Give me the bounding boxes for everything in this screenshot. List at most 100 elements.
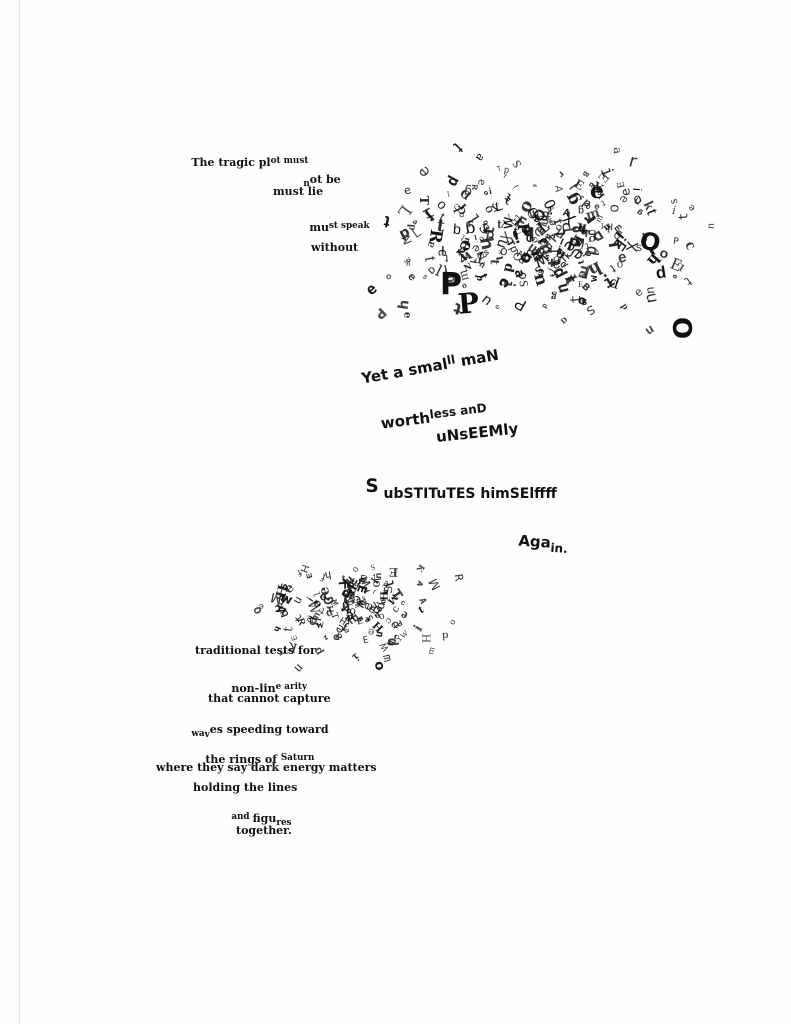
- scattered-letter: D: [456, 185, 474, 203]
- scattered-letter: i: [545, 265, 558, 275]
- scattered-letter: o: [373, 609, 382, 622]
- scattered-letter: m: [573, 230, 587, 252]
- scattered-letter: h: [475, 235, 498, 253]
- scattered-letter: O: [659, 246, 670, 259]
- scattered-letter: o: [347, 605, 357, 621]
- scattered-letter: D: [558, 314, 570, 326]
- scattered-letter: w: [277, 590, 294, 609]
- scattered-letter: i: [507, 211, 512, 222]
- scattered-letter: p: [605, 274, 621, 295]
- scattered-letter: K: [368, 572, 384, 587]
- scattered-letter: t: [500, 218, 510, 227]
- scattered-letter: i: [557, 234, 567, 249]
- scattered-letter: h: [395, 298, 413, 311]
- scattered-letter: O: [540, 196, 560, 212]
- scattered-letter: L: [409, 225, 424, 241]
- scattered-letter: O: [510, 251, 525, 262]
- scattered-letter: p: [618, 301, 631, 312]
- scattered-letter: e: [402, 183, 413, 198]
- scattered-letter: s: [538, 205, 552, 225]
- scattered-letter: s: [505, 156, 525, 173]
- scattered-letter: d: [374, 601, 389, 611]
- scattered-letter: i: [564, 178, 582, 193]
- scattered-letter: o: [376, 609, 386, 623]
- scattered-letter: w: [530, 248, 554, 273]
- scattered-letter: o: [566, 225, 584, 233]
- scattered-letter: c: [681, 236, 702, 252]
- scattered-letter: c: [388, 603, 402, 615]
- scattered-letter: a: [380, 578, 390, 591]
- scattered-letter: u: [600, 220, 613, 234]
- scattered-letter: w: [587, 244, 602, 258]
- scattered-letter-large: P: [440, 267, 462, 302]
- scattered-letter: s: [303, 614, 317, 626]
- scattered-letter: e: [358, 599, 376, 612]
- scattered-letter: i: [488, 185, 493, 196]
- scattered-letter: i: [599, 270, 619, 294]
- middle-line-5-part-c: .: [562, 541, 569, 556]
- scattered-letter: t: [452, 248, 468, 254]
- scattered-letter: e: [453, 236, 478, 257]
- scattered-letter: O: [529, 205, 551, 225]
- scattered-letter: R: [469, 184, 480, 192]
- scattered-letter: o: [370, 659, 389, 673]
- scattered-letter: m: [571, 235, 586, 250]
- scattered-letter: W: [398, 629, 411, 641]
- scattered-letter: X: [653, 254, 660, 265]
- scattered-letter: d: [515, 221, 535, 236]
- bottom-line-8-part-c: res: [276, 817, 292, 828]
- scattered-letter: T: [387, 586, 405, 603]
- scattered-letter: d: [323, 605, 335, 621]
- scattered-letter: t: [598, 197, 607, 209]
- bottom-line-2-part-b: e arity: [275, 681, 308, 692]
- scattered-letter: l: [474, 249, 485, 257]
- scattered-letter: P: [672, 236, 680, 247]
- scattered-letter-large: P: [456, 286, 481, 321]
- scattered-letter: o: [318, 590, 329, 604]
- scattered-letter: B: [579, 280, 593, 294]
- scattered-letter: p: [579, 196, 594, 210]
- scattered-letter: w: [586, 274, 601, 282]
- scattered-letter: E: [577, 261, 593, 283]
- page-left-edge: [19, 0, 20, 1024]
- scattered-letter: i: [305, 595, 316, 605]
- scattered-letter: d: [499, 261, 517, 274]
- scattered-letter: g: [529, 247, 547, 268]
- scattered-letter: i: [612, 227, 630, 245]
- middle-line-2-part-a: worth: [379, 408, 432, 433]
- scattered-letter: a: [610, 146, 624, 154]
- scattered-letter: t: [435, 214, 447, 236]
- scattered-letter: r: [626, 150, 639, 173]
- scattered-letter: A: [416, 597, 429, 607]
- scattered-letter: u: [552, 222, 571, 244]
- scattered-letter: l: [500, 191, 516, 210]
- scattered-letter: e: [405, 270, 419, 284]
- bottom-line-5-part-a: the rings of: [205, 753, 281, 766]
- scattered-letter: n: [530, 270, 554, 288]
- scattered-letter: P: [371, 303, 389, 322]
- scattered-letter: c: [354, 595, 363, 608]
- scattered-letter: G: [342, 592, 358, 611]
- scattered-letter: k: [454, 243, 469, 258]
- scattered-letter: E: [578, 279, 584, 290]
- scattered-letter: s: [665, 198, 681, 206]
- scattered-letter: R: [451, 572, 466, 582]
- scattered-letter: p: [590, 181, 600, 194]
- scattered-letter: K: [343, 596, 355, 605]
- scattered-letter: M: [269, 588, 284, 606]
- scattered-letter: G: [610, 227, 625, 243]
- scattered-letter: A: [552, 185, 564, 193]
- scattered-letter: R: [552, 245, 569, 263]
- scattered-letter: s: [543, 202, 557, 215]
- scattered-letter: u: [524, 238, 542, 257]
- scattered-letter: t: [501, 171, 509, 180]
- scattered-letter: E: [507, 212, 525, 230]
- scattered-letter: o: [441, 274, 460, 284]
- scattered-letter: s: [583, 301, 600, 321]
- scattered-letter: g: [587, 229, 597, 249]
- bottom-poem-line-6: where they say dark energy matters: [156, 761, 377, 774]
- middle-line-5-part-b: in: [550, 540, 564, 556]
- scattered-letter: r: [635, 228, 652, 249]
- scattered-letter: d: [339, 583, 355, 602]
- scattered-letter: E: [609, 234, 631, 254]
